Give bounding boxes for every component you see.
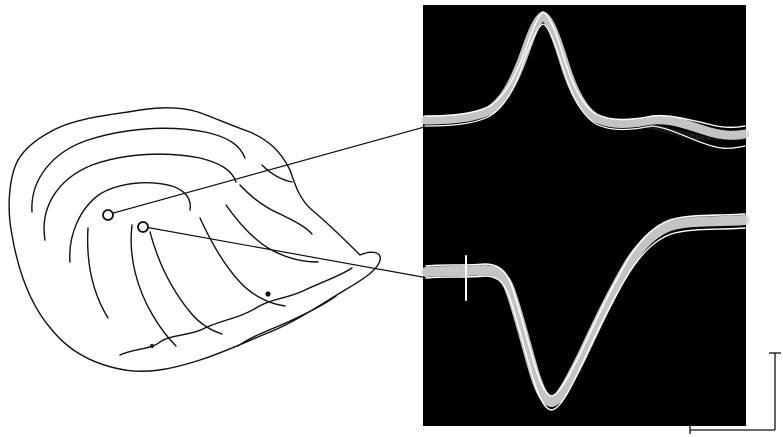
leader-line-site-2	[145, 227, 428, 278]
brain-spot	[265, 291, 270, 296]
recording-site-1-marker	[103, 210, 113, 220]
brain-folium-4	[200, 218, 285, 306]
brain-lower-edge	[120, 268, 352, 355]
brain-contour-upper	[32, 128, 245, 212]
brain-folium-6	[240, 185, 312, 234]
recording-site-2-marker	[138, 222, 148, 232]
trace-negative-noise-right	[662, 220, 745, 226]
cerebellum-drawing	[9, 108, 380, 371]
oscilloscope-screen	[423, 5, 746, 426]
brain-folium-5	[226, 205, 318, 262]
brain-folium-1	[88, 228, 108, 318]
brain-spot	[150, 344, 154, 348]
leader-line-site-1	[110, 126, 428, 214]
brain-folium-3	[150, 232, 222, 334]
